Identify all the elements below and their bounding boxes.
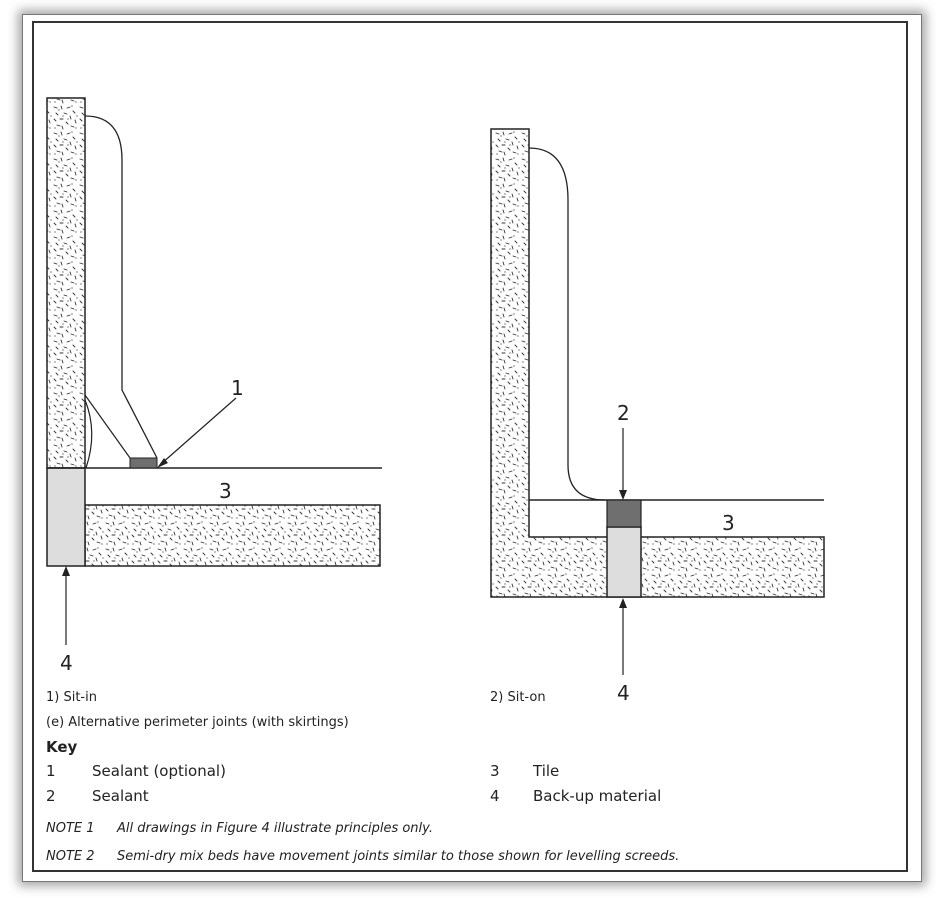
right-callout-3: 3 — [722, 511, 735, 535]
key-label: Sealant (optional) — [92, 762, 226, 780]
right-wall-slab — [490, 128, 825, 598]
left-slab — [84, 504, 381, 567]
sit-in-drawing — [46, 97, 382, 645]
left-arrowhead-1 — [157, 458, 168, 468]
figure-frame — [22, 14, 922, 882]
left-skirting — [84, 115, 158, 459]
left-wall — [46, 97, 86, 469]
key-heading: Key — [46, 738, 78, 756]
right-backup-material — [606, 526, 642, 598]
figure-caption: (e) Alternative perimeter joints (with s… — [46, 715, 349, 730]
right-arrowhead-2 — [619, 490, 627, 500]
note-text: Semi-dry mix beds have movement joints s… — [117, 849, 680, 864]
key-number: 2 — [46, 787, 56, 805]
left-sealant — [129, 457, 158, 469]
sit-on-drawing — [490, 128, 825, 675]
inner-border — [32, 21, 908, 872]
left-callout-3: 3 — [219, 479, 232, 503]
left-callout-4: 4 — [60, 651, 73, 675]
note-label: NOTE 2 — [46, 849, 95, 864]
left-backup-material — [46, 467, 86, 567]
right-callout-2: 2 — [617, 401, 630, 425]
left-arrowhead-4 — [62, 566, 70, 576]
right-skirting — [528, 147, 606, 501]
key-label: Back-up material — [533, 787, 662, 805]
key-number: 1 — [46, 762, 56, 780]
left-bedding-curve — [84, 399, 93, 469]
right-arrowhead-4 — [619, 598, 627, 608]
note-label: NOTE 1 — [46, 821, 95, 836]
right-callout-4: 4 — [617, 681, 630, 705]
key-number: 3 — [490, 762, 500, 780]
key-label: Tile — [533, 762, 560, 780]
right-sealant — [606, 499, 642, 528]
key-number: 4 — [490, 787, 500, 805]
left-callout-1: 1 — [231, 376, 244, 400]
key-label: Sealant — [92, 787, 149, 805]
note-text: All drawings in Figure 4 illustrate prin… — [117, 821, 433, 836]
right-caption: 2) Sit-on — [490, 690, 546, 705]
left-caption: 1) Sit-in — [46, 690, 97, 705]
left-bedding-line — [84, 394, 131, 459]
left-leader-1 — [160, 397, 237, 465]
